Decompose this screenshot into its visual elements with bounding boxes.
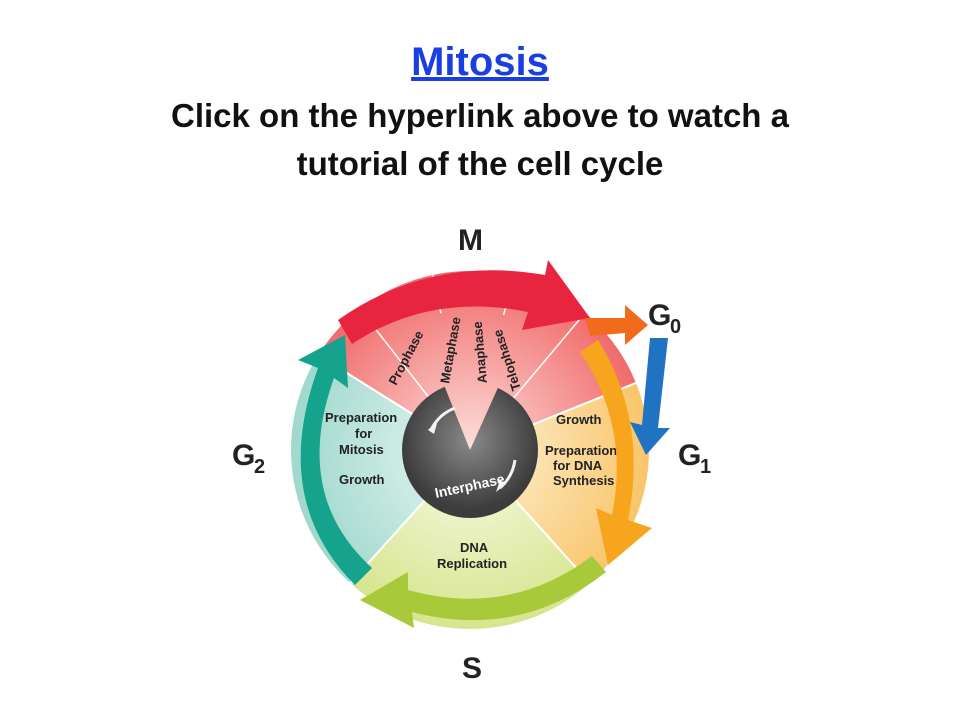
s-phase-arrow [360, 556, 606, 628]
g2-phase-label: G [232, 439, 255, 472]
s-replication-label: Replication [437, 556, 507, 571]
g0-arrow [585, 305, 648, 345]
g1-phase-label: G [678, 439, 701, 472]
g1-phase-arrow [580, 340, 652, 565]
mitosis-hyperlink[interactable]: Mitosis [411, 40, 549, 84]
g2-prep-label-2: for [355, 426, 372, 441]
subtitle-line-1: Click on the hyperlink above to watch a [171, 97, 789, 134]
mitosis-center-cut [418, 310, 527, 450]
g1-growth-label: Growth [556, 412, 602, 427]
center-arrow-left-head [428, 420, 438, 434]
g2-prep-label-3: Mitosis [339, 442, 384, 457]
stage-anaphase: Anaphase [470, 321, 490, 384]
g1-prep-label-3: Synthesis [553, 473, 614, 488]
g1-prep-label-2: for DNA [553, 458, 603, 473]
subtitle-line-2: tutorial of the cell cycle [296, 145, 664, 182]
g1-phase-subscript: 1 [700, 456, 711, 478]
g1-prep-label-1: Preparation [545, 443, 617, 458]
s-phase-label: S [462, 652, 482, 685]
center-arrow-right-head [496, 480, 506, 492]
g0-phase-subscript: 0 [670, 316, 681, 338]
g2-growth-label: Growth [339, 472, 385, 487]
m-phase-arrow [338, 260, 590, 344]
g2-phase-arrow [298, 335, 372, 585]
title-block: Mitosis Click on the hyperlink above to … [0, 36, 960, 188]
g0-phase-label: G [648, 299, 671, 332]
g2-prep-label-1: Preparation [325, 410, 397, 425]
phase-arrows [298, 260, 670, 628]
m-phase-label: M [458, 224, 483, 257]
g0-return-arrow [630, 338, 670, 455]
g2-phase-subscript: 2 [254, 456, 265, 478]
s-dna-label: DNA [460, 540, 489, 555]
